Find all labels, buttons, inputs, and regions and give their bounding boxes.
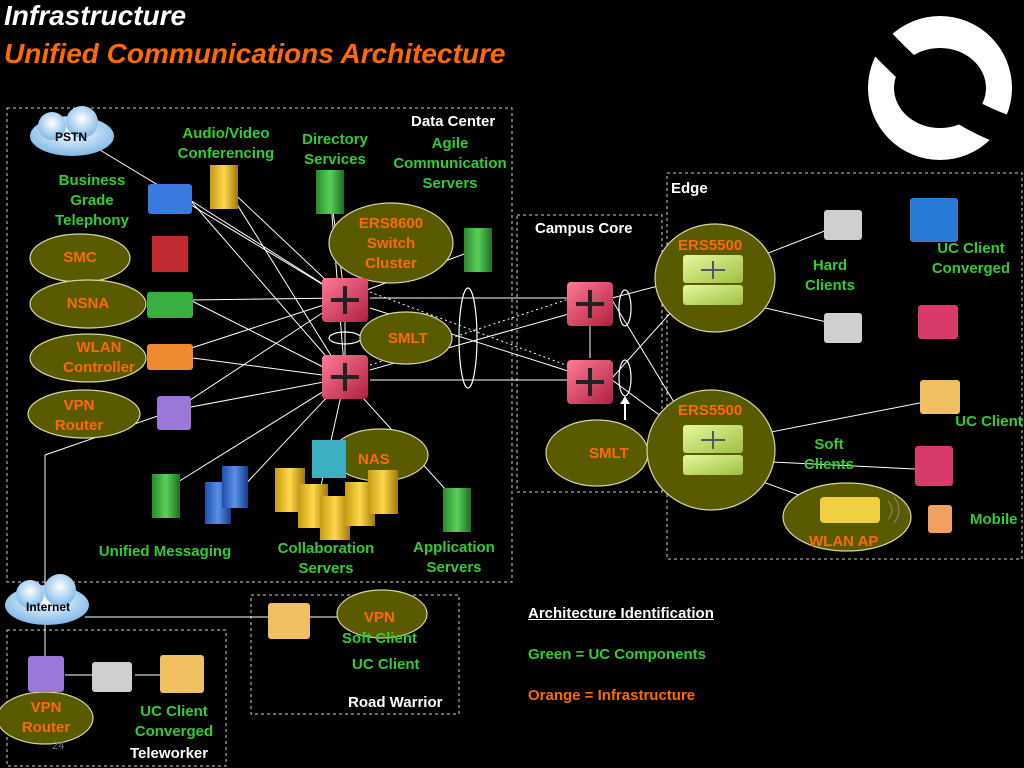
ers5500-stack-icons — [683, 255, 743, 475]
legend-heading: Architecture Identification — [528, 605, 714, 622]
pstn-cloud — [30, 106, 114, 156]
legend-green: Green = UC Components — [528, 646, 706, 663]
mobile-label: Mobile — [970, 511, 1018, 528]
collaboration-server-icons — [275, 440, 398, 540]
blue-server-icons — [205, 466, 248, 524]
page-subtitle: Unified Communications Architecture — [4, 38, 506, 69]
uc-client-converged-label: UC Client Converged — [931, 240, 1011, 277]
label-ellipses — [0, 202, 912, 745]
road-warrior-label: Road Warrior — [348, 694, 443, 711]
collaboration-label: Collaboration Servers — [277, 540, 375, 577]
uc-client-converged-tw-label: UC Client Converged — [134, 703, 214, 740]
ers8600-label: ERS8600 Switch Cluster — [358, 215, 424, 272]
vpn-router-tw-label: VPN Router — [21, 699, 71, 736]
soft-clients-label: Soft Clients — [803, 436, 854, 473]
nas-label: NAS — [358, 451, 390, 468]
data-center-zone — [6, 107, 513, 583]
uc-client-label: UC Client — [955, 413, 1023, 430]
unified-messaging-label: Unified Messaging — [98, 543, 232, 560]
hard-clients-label: Hard Clients — [804, 257, 855, 294]
edge-label: Edge — [671, 180, 708, 197]
smlt-core-label: SMLT — [589, 445, 629, 462]
vpn-router-label: VPN Router — [54, 397, 104, 434]
server-icons — [152, 165, 492, 532]
uc-client-rw-label: UC Client — [352, 656, 420, 673]
edge-zone — [666, 172, 1023, 560]
application-label: Application Servers — [413, 539, 495, 576]
teleworker-zone — [6, 629, 227, 767]
soft-client-rw-label: Soft Client — [342, 630, 417, 647]
switch-icons — [322, 278, 613, 404]
business-telephony-label: Business Grade Telephony — [55, 172, 129, 229]
wlan-ap-label: WLAN AP — [809, 533, 879, 550]
pstn-label: PSTN — [55, 130, 88, 144]
page-number: 24 — [52, 740, 65, 752]
smlt-dc-label: SMLT — [388, 330, 428, 347]
wlan-ap-icon — [820, 496, 900, 524]
logo — [860, 16, 1024, 160]
internet-label: Internet — [26, 600, 71, 614]
device-icons — [28, 184, 960, 693]
page-title: Infrastructure — [4, 0, 187, 31]
smc-label: SMC — [63, 249, 97, 266]
internet-cloud — [5, 574, 89, 625]
agile-label: Agile Communication Servers — [393, 135, 507, 192]
legend-orange: Orange = Infrastructure — [528, 687, 696, 704]
nsna-label: NSNA — [66, 295, 110, 312]
teleworker-label: Teleworker — [130, 745, 209, 762]
data-center-label: Data Center — [411, 113, 496, 130]
ers5500-top-label: ERS5500 — [678, 237, 743, 254]
audio-video-label: Audio/Video Conferencing — [177, 125, 275, 162]
vpn-rw-label: VPN — [364, 609, 395, 626]
campus-core-label: Campus Core — [535, 220, 633, 237]
wlan-controller-label: WLAN Controller — [63, 339, 135, 376]
directory-label: Directory Services — [302, 131, 368, 168]
campus-core-zone — [516, 214, 663, 493]
dotted-links — [369, 291, 591, 375]
ers5500-bottom-label: ERS5500 — [678, 402, 743, 419]
